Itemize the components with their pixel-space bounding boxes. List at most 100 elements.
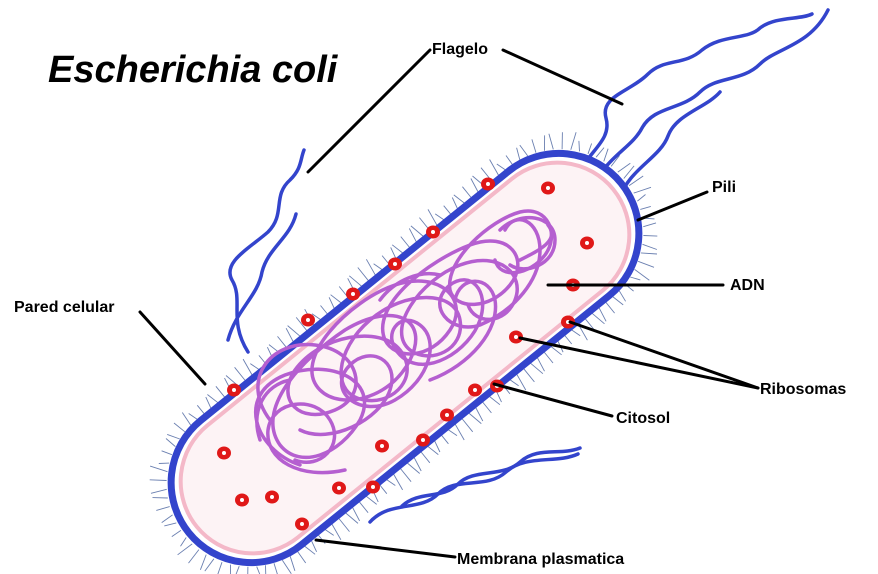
ribosome <box>346 288 360 301</box>
pilus-hair <box>524 369 535 382</box>
pilus-hair <box>643 223 656 227</box>
label-citosol: Citosol <box>616 410 670 427</box>
ribosome <box>332 482 346 495</box>
pilus-hair <box>619 291 625 302</box>
pilus-hair <box>150 466 167 472</box>
pilus-hair <box>506 156 512 165</box>
pilus-hair <box>266 565 267 574</box>
leader-pili <box>638 192 707 220</box>
pilus-hair <box>571 132 576 150</box>
label-adn: ADN <box>730 277 765 294</box>
pilus-hair <box>359 502 368 513</box>
pilus-hair <box>409 228 416 242</box>
pilus-hair <box>489 396 500 404</box>
pilus-hair <box>156 507 169 511</box>
ribosome <box>426 226 440 239</box>
pilus-hair <box>428 446 439 454</box>
leader-membrana <box>316 540 455 557</box>
label-flagelo: Flagelo <box>432 41 488 58</box>
ribosome <box>366 481 380 494</box>
pilus-hair <box>517 374 526 390</box>
pilus-hair <box>640 206 651 209</box>
pilus-hair <box>497 164 506 170</box>
pilus-hair <box>366 496 377 504</box>
pilus-hair <box>442 435 449 444</box>
pilus-hair <box>353 507 360 521</box>
pilus-hair <box>606 302 615 313</box>
pilus-hair <box>565 335 572 344</box>
pilus-hair <box>178 544 193 555</box>
pilus-hair <box>392 245 403 253</box>
pilus-hair <box>325 530 334 536</box>
pilus-hair <box>216 386 225 397</box>
pilus-hair <box>243 359 252 375</box>
pilus-hair <box>298 552 306 564</box>
pilus-hair <box>181 538 187 547</box>
pilus-hair <box>278 336 287 347</box>
pilus-hair <box>305 546 316 554</box>
pilus-hair <box>444 206 451 215</box>
pilus-hair <box>643 236 657 237</box>
pilus-hair <box>174 423 185 432</box>
pilus-hair <box>579 141 580 152</box>
leader-citosol <box>494 384 612 416</box>
ribosome <box>227 384 241 397</box>
pilus-hair <box>520 145 528 156</box>
pilus-hair <box>394 474 403 490</box>
pilus-hair <box>387 480 396 486</box>
pilus-hair <box>290 556 295 571</box>
pilus-hair <box>454 195 465 203</box>
pilus-hair <box>391 247 396 258</box>
pilus-hair <box>257 567 261 574</box>
pilus-hair <box>382 256 389 265</box>
label-pared-celular: Pared celular <box>14 299 115 316</box>
pilus-hair <box>358 268 369 281</box>
pilus-hair <box>462 187 471 198</box>
pilus-hair <box>166 439 175 447</box>
pilus-hair <box>374 264 383 270</box>
pilus-hair <box>206 397 211 408</box>
pilus-hair <box>455 424 464 440</box>
pilus-hair <box>634 187 651 193</box>
pilus-hair <box>164 523 176 526</box>
pilus-hair <box>510 380 519 386</box>
pilus-hair <box>435 441 440 452</box>
pilus-hair <box>311 541 316 552</box>
pilus-hair <box>630 277 640 280</box>
pilus-hair <box>452 198 457 209</box>
ribosome <box>265 491 279 504</box>
pilus-hair <box>274 563 279 574</box>
pilus-hair <box>332 524 341 540</box>
pilus-hair <box>207 395 218 403</box>
pilus-hair <box>637 195 645 202</box>
pilus-hair <box>532 139 536 152</box>
pilus-hair <box>476 408 483 422</box>
pilus-hair <box>205 559 214 571</box>
flagellum-left <box>230 150 304 352</box>
pilus-hair <box>380 485 387 494</box>
pilus-hair <box>401 237 410 248</box>
pilus-hair <box>643 244 657 249</box>
pilus-hair <box>286 328 293 342</box>
ribosome <box>440 409 454 422</box>
pilus-hair <box>162 515 173 523</box>
pilus-hair <box>366 259 375 275</box>
pilus-hair <box>496 391 501 402</box>
pilus-hair <box>331 295 342 303</box>
pilus-hair <box>471 179 478 193</box>
ribosome <box>295 518 309 531</box>
ribosome <box>468 384 482 397</box>
pilus-hair <box>490 160 499 176</box>
pilus-hair <box>618 163 631 172</box>
leader-pared <box>140 312 205 384</box>
leader-flagelo-right <box>503 50 622 104</box>
pilus-hair <box>162 451 172 455</box>
ribosome <box>580 237 594 250</box>
pilus-hair <box>604 149 608 162</box>
pilus-hair <box>400 469 411 482</box>
pilus-hair <box>517 148 520 160</box>
pilus-hair <box>235 566 240 574</box>
pilus-hair <box>641 253 657 254</box>
pilus-hair <box>321 306 328 315</box>
